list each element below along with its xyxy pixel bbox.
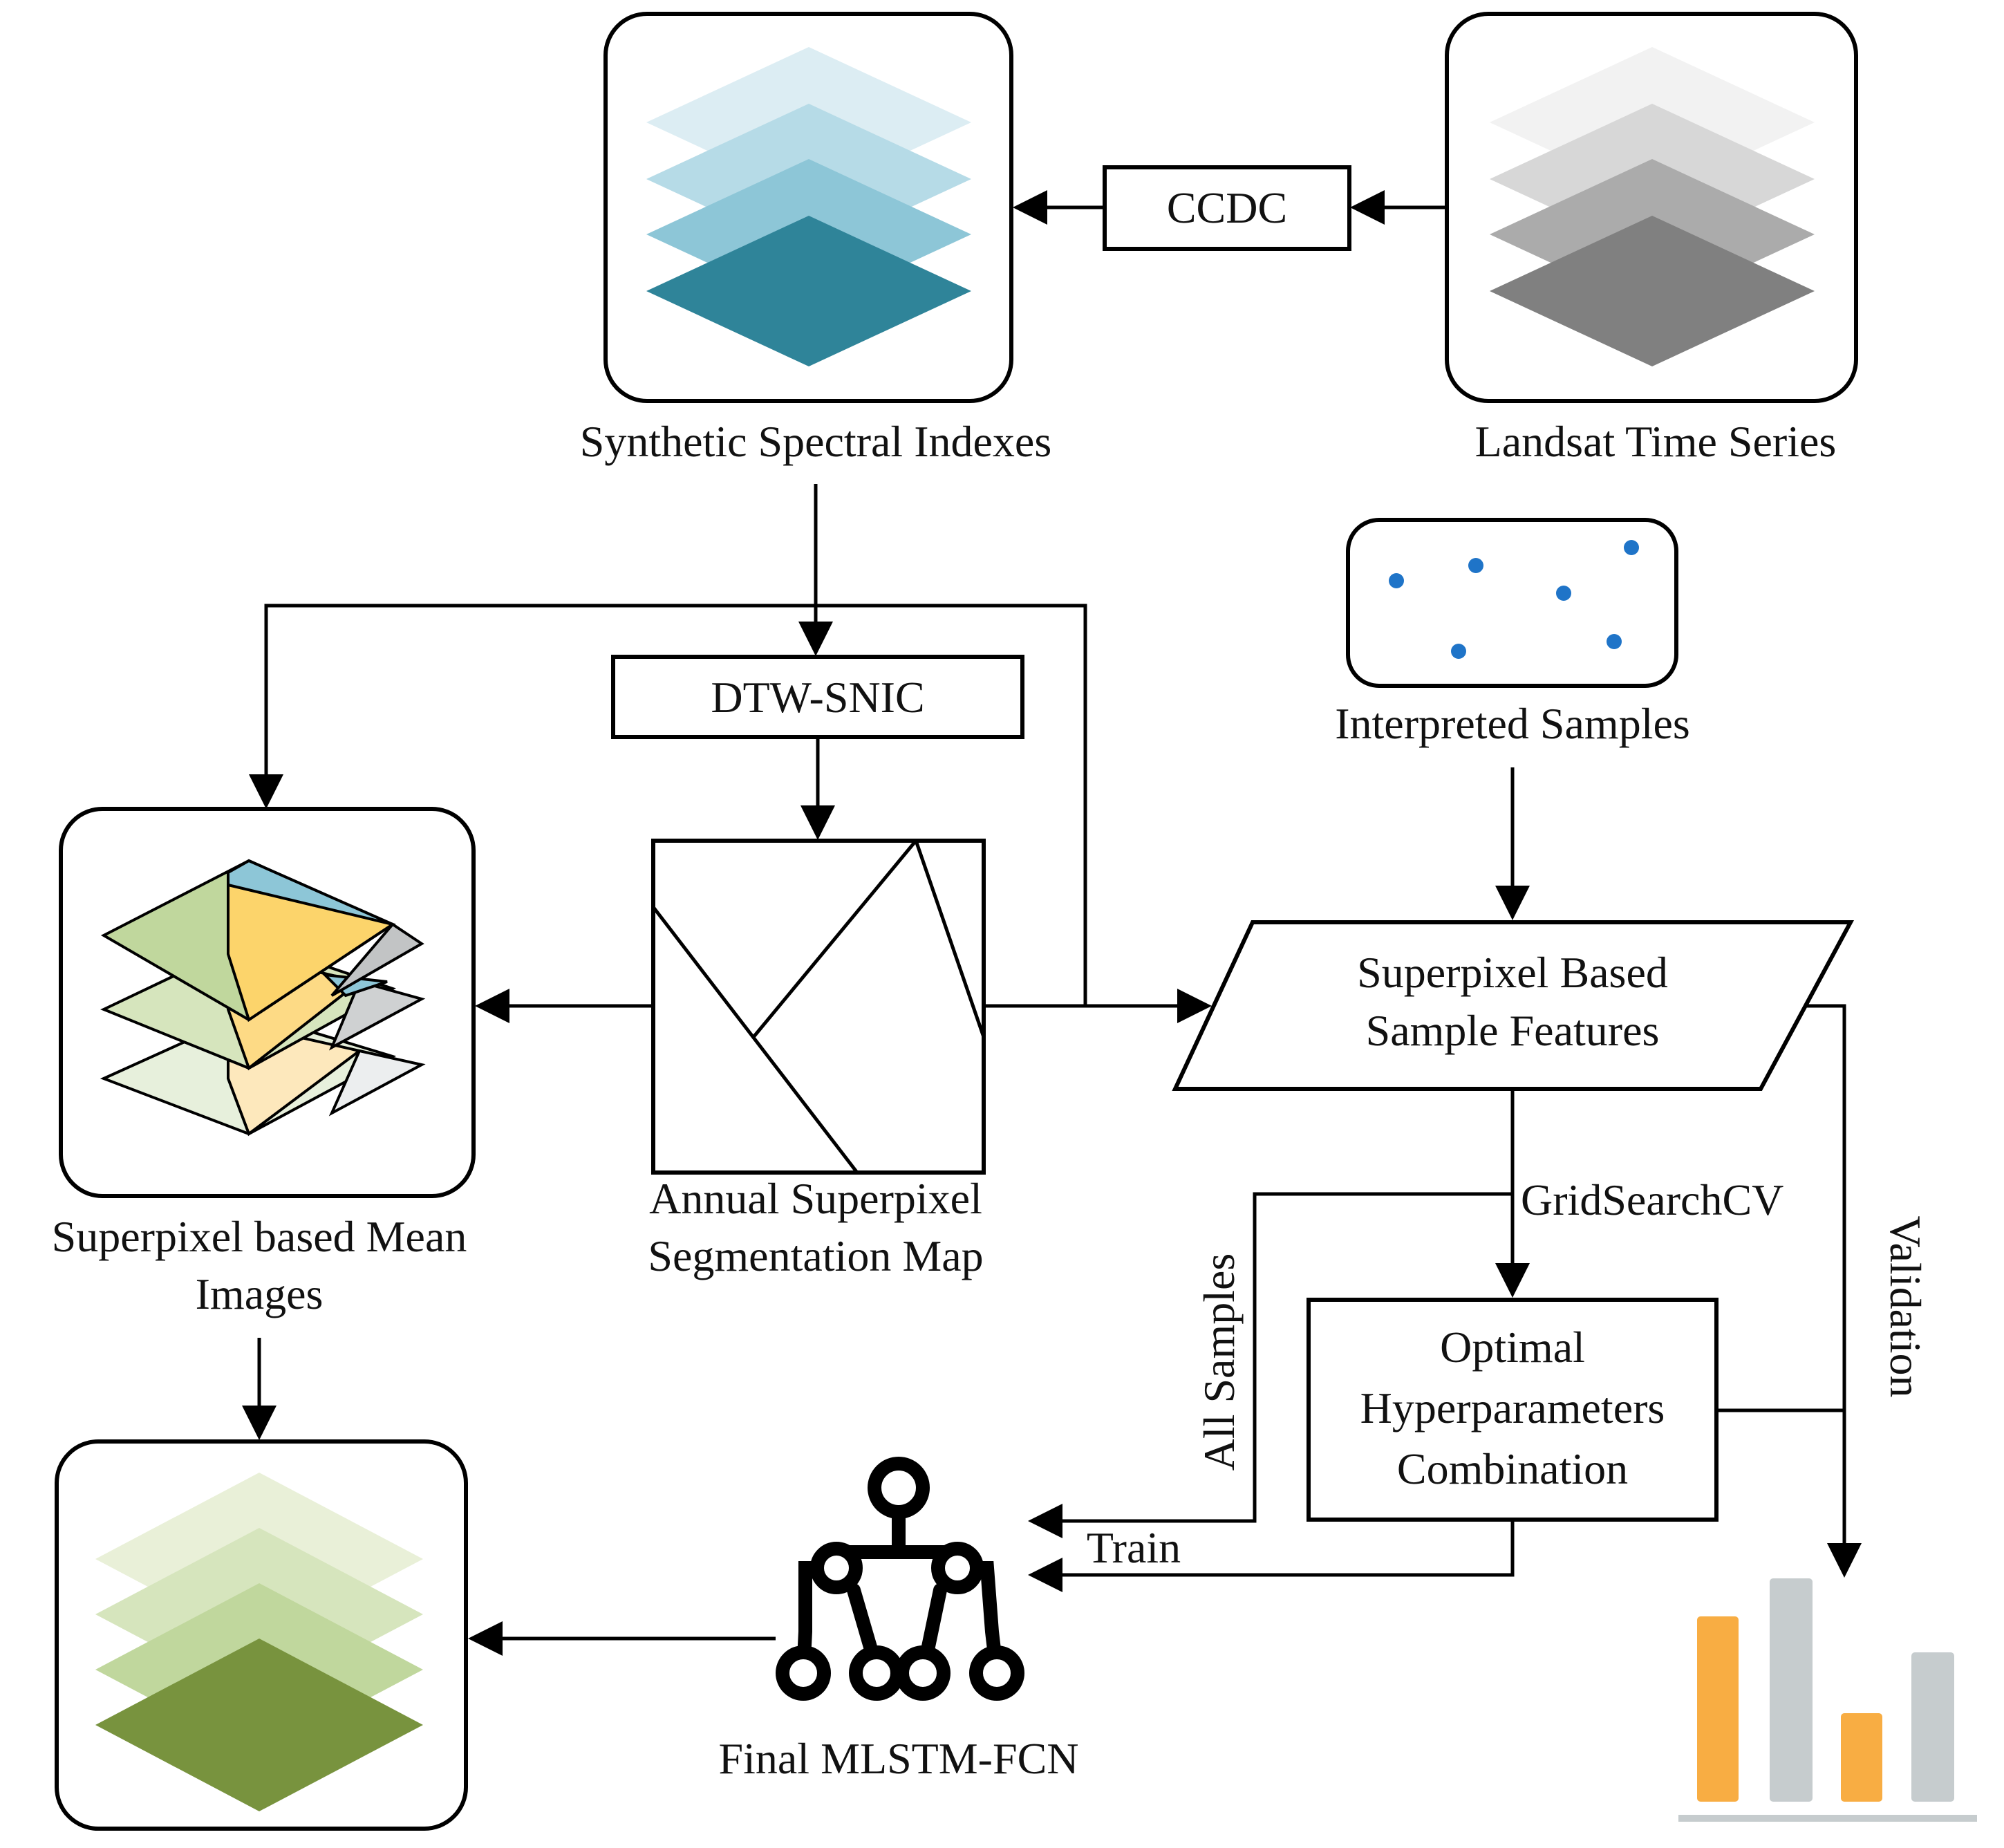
gridsearch-label: GridSearchCV <box>1521 1175 1783 1224</box>
mean-images-node <box>59 807 476 1198</box>
edge-loop-mean-images <box>249 604 1087 1006</box>
segmentation-label-line2: Segmentation Map <box>648 1231 983 1280</box>
sample-dot <box>1624 540 1639 555</box>
sample-dot <box>1389 573 1404 588</box>
bar-2 <box>1770 1578 1813 1802</box>
interpreted-samples-node <box>1346 518 1678 688</box>
hyper-label-line1: Optimal <box>1440 1323 1585 1372</box>
hyper-label-line2: Hyperparameters <box>1360 1383 1665 1432</box>
dtw-snic-box <box>611 655 1024 739</box>
segmentation-label-line1: Annual Superpixel <box>649 1174 982 1223</box>
train-label: Train <box>1087 1523 1181 1572</box>
ccdc-box <box>1103 165 1351 251</box>
bar-3 <box>1841 1713 1882 1802</box>
sample-features-label-line1: Superpixel Based <box>1357 948 1668 997</box>
interpreted-samples-label: Interpreted Samples <box>1335 699 1690 748</box>
validation-label: Validation <box>1881 1215 1930 1397</box>
blue-layer-4 <box>646 216 971 366</box>
output-map-node <box>55 1439 468 1831</box>
edge-train <box>1028 1520 1515 1592</box>
landsat-label: Landsat Time Series <box>1475 417 1837 466</box>
all-samples-label: All Samples <box>1195 1253 1244 1471</box>
accuracy-chart-icon <box>1678 1578 1977 1822</box>
sample-features-label-line2: Sample Features <box>1366 1006 1660 1055</box>
bar-1 <box>1697 1616 1739 1802</box>
gray-layer-4 <box>1490 216 1815 366</box>
sample-dot <box>1451 644 1466 659</box>
synthetic-indexes-node <box>603 12 1013 403</box>
bar-4 <box>1911 1652 1954 1802</box>
mean-images-label-line2: Images <box>196 1269 324 1318</box>
sample-dot <box>1556 586 1571 601</box>
ccdc-label: CCDC <box>1167 183 1287 232</box>
edge-validation <box>1806 1004 1862 1578</box>
network-icon <box>776 1457 1024 1701</box>
landsat-node <box>1445 12 1858 403</box>
sample-dot <box>1468 558 1483 573</box>
sample-dot <box>1607 634 1622 649</box>
green-layer-4 <box>95 1639 423 1811</box>
synthetic-indexes-label: Synthetic Spectral Indexes <box>580 417 1051 466</box>
model-label: Final MLSTM-FCN <box>719 1734 1079 1783</box>
sample-features-box <box>1172 920 1855 1091</box>
mean-images-label-line1: Superpixel based Mean <box>52 1212 467 1261</box>
hyper-label-line3: Combination <box>1397 1444 1628 1493</box>
segmentation-map <box>651 839 986 1175</box>
edge-all-samples <box>1028 1192 1513 1538</box>
dtw-snic-label: DTW-SNIC <box>711 673 924 722</box>
